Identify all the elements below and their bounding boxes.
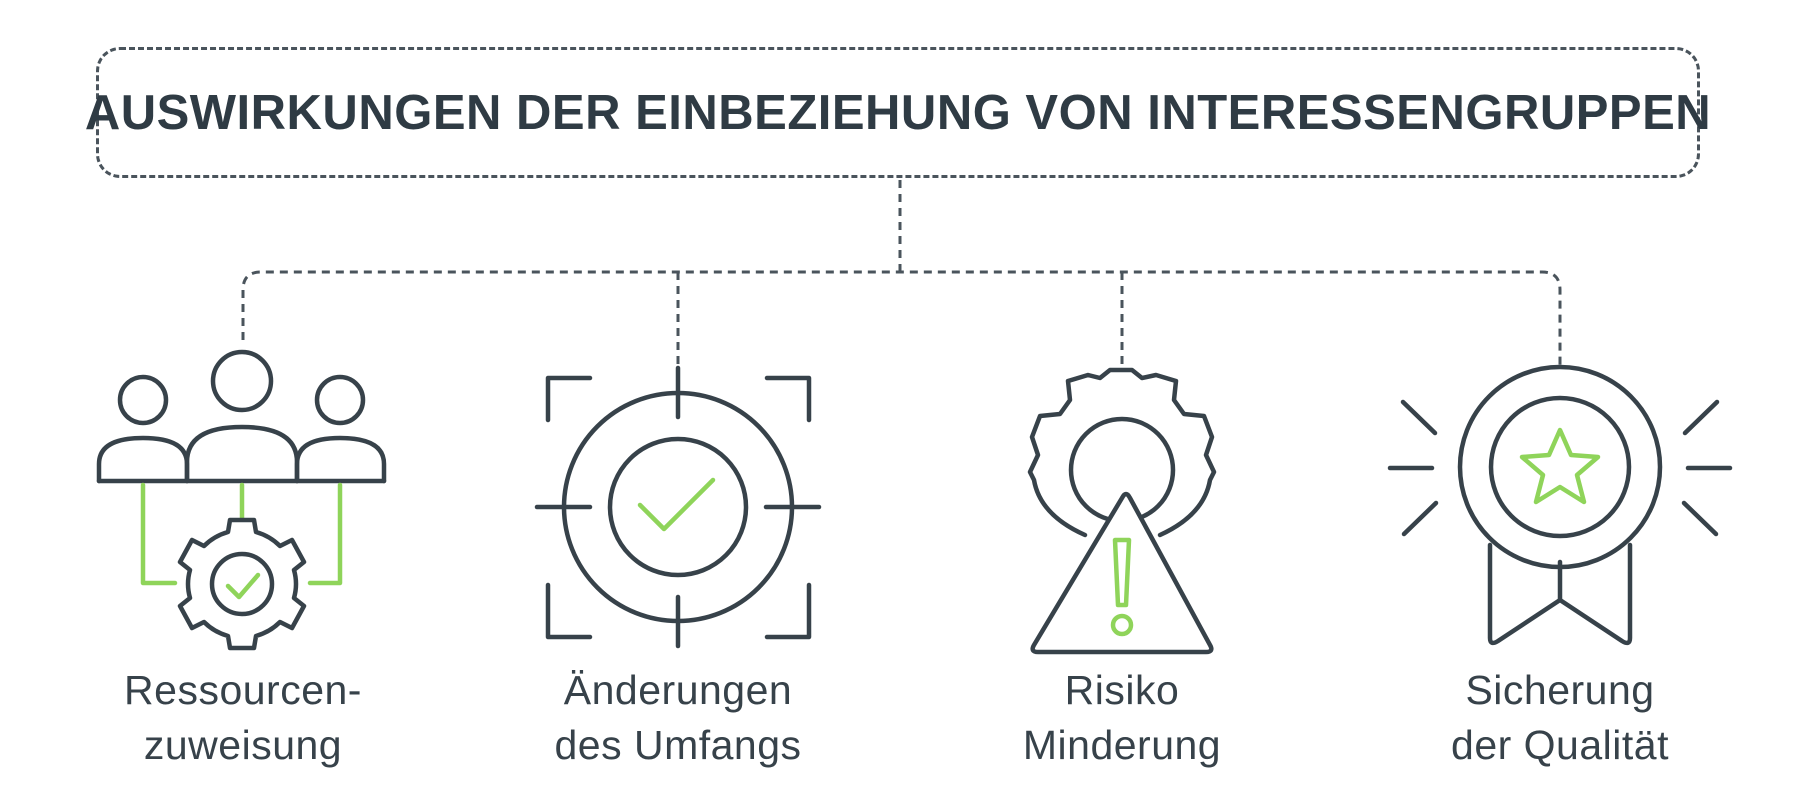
page-title: AUSWIRKUNGEN DER EINBEZIEHUNG VON INTERE… xyxy=(84,85,1712,140)
item-label-line1: Risiko xyxy=(1064,667,1180,713)
title-box: AUSWIRKUNGEN DER EINBEZIEHUNG VON INTERE… xyxy=(85,47,1711,178)
item-label-quality-assurance: Sicherung der Qualität xyxy=(1380,663,1740,773)
gear-warning-icon xyxy=(1027,367,1217,655)
item-label-line1: Änderungen xyxy=(563,667,793,713)
team-gear-check-icon xyxy=(96,349,387,651)
item-label-line2: zuweisung xyxy=(143,722,343,768)
item-label-resource-allocation: Ressourcen- zuweisung xyxy=(63,663,423,773)
item-label-line1: Sicherung xyxy=(1465,667,1655,713)
connector-lines xyxy=(241,180,1562,368)
item-label-scope-changes: Änderungen des Umfangs xyxy=(498,663,858,773)
award-star-icon xyxy=(1387,364,1733,646)
item-label-line2: Minderung xyxy=(1022,722,1222,768)
item-label-risk-mitigation: Risiko Minderung xyxy=(942,663,1302,773)
target-check-icon xyxy=(534,365,822,649)
item-label-line2: der Qualität xyxy=(1451,722,1669,768)
item-label-line1: Ressourcen- xyxy=(124,667,362,713)
item-label-line2: des Umfangs xyxy=(554,722,802,768)
